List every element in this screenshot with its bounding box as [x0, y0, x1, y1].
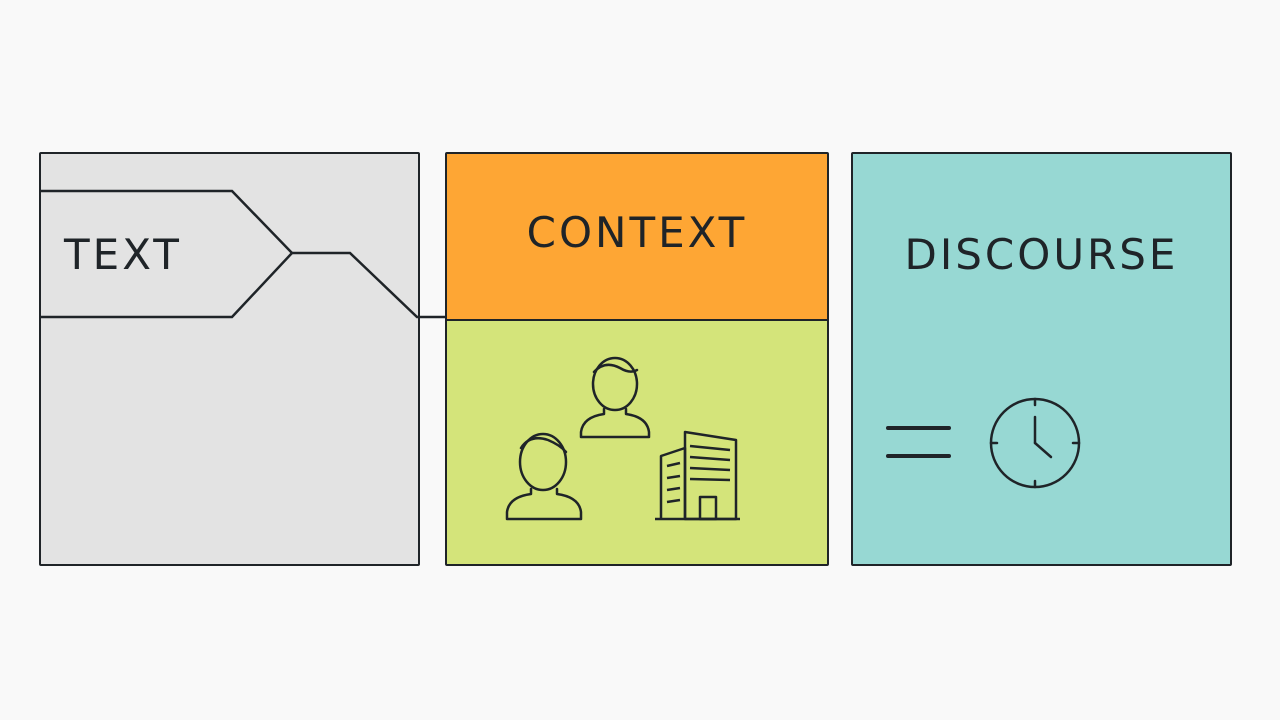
discourse-label-wrap: DISCOURSE: [851, 0, 1232, 720]
discourse-panel: [851, 152, 1232, 566]
connector-line: [292, 251, 447, 319]
person-icon: [505, 432, 583, 521]
text-tag-outline: [41, 189, 294, 319]
text-label: TEXT: [64, 230, 182, 279]
context-label: CONTEXT: [526, 208, 748, 257]
context-header: CONTEXT: [447, 154, 827, 321]
clock-icon: [989, 397, 1081, 489]
person-icon: [579, 356, 651, 439]
equals-icon: [886, 426, 951, 458]
text-label-wrap: TEXT: [64, 230, 182, 279]
discourse-label: DISCOURSE: [904, 230, 1179, 279]
building-icon: [655, 430, 740, 521]
context-panel: CONTEXT: [445, 152, 829, 566]
text-panel: [39, 152, 420, 566]
